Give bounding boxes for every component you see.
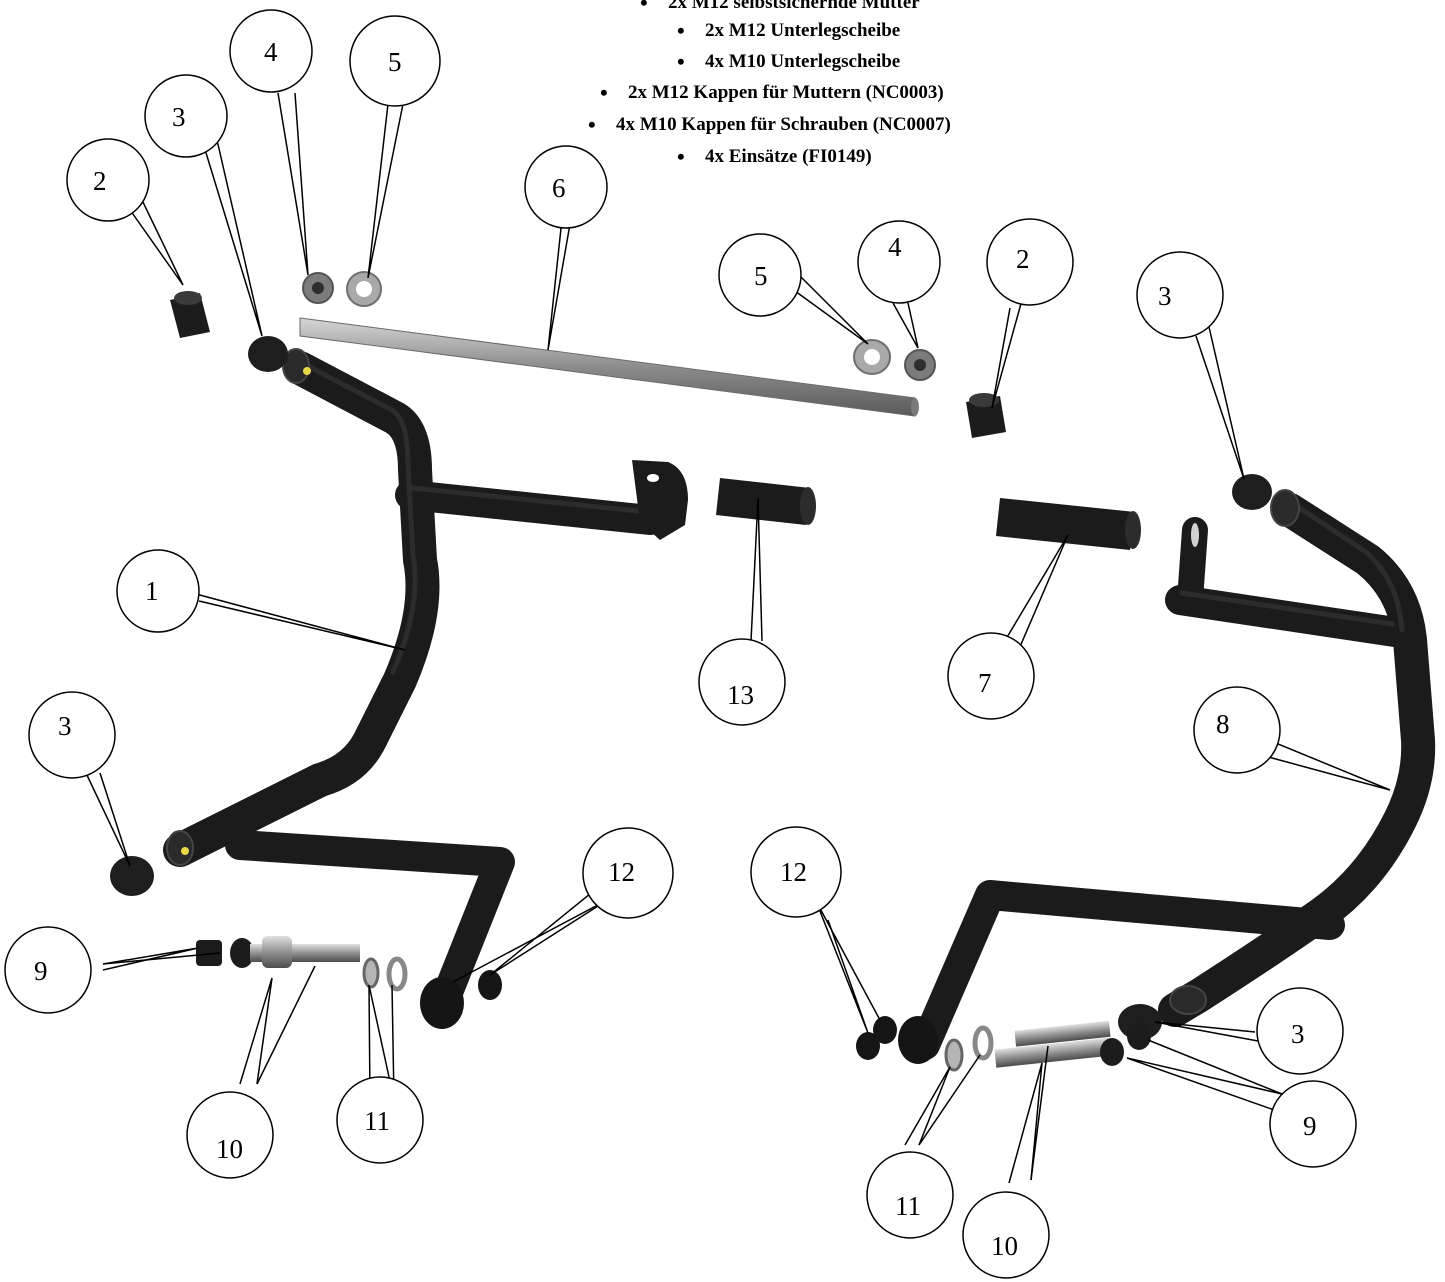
callout-bubble: 3 [1256,987,1344,1075]
callout-number: 11 [895,1191,921,1221]
callout-bubble: 8 [1193,686,1281,774]
callout-bubble: 12 [750,826,842,918]
callout-number: 9 [34,956,48,986]
parts-list-item: 2x M12 Unterlegscheibe [677,20,900,42]
callout-bubble: 9 [4,926,92,1014]
callout-bubble: 10 [186,1091,274,1179]
callout-bubble: 2 [66,138,150,222]
callout-number: 11 [364,1106,390,1136]
callout-number: 8 [1216,709,1230,739]
callout-number: 13 [727,680,754,710]
callout-bubble: 3 [144,74,228,158]
callout-bubble: 2 [986,218,1074,306]
callout-number: 5 [754,261,768,291]
callout-bubble: 4 [857,220,941,304]
callout-bubble: 6 [524,145,608,229]
callout-number: 2 [1016,244,1030,274]
callout-bubble: 4 [229,9,313,93]
callout-number: 9 [1303,1111,1317,1141]
callout-number: 3 [172,102,186,132]
callouts: 4 5 3 2 6 5 4 2 3 1 13 7 8 3 12 12 9 10 … [4,9,1357,1279]
parts-list-item: 4x M10 Unterlegscheibe [677,51,900,73]
callout-bubble: 9 [1269,1080,1357,1168]
callout-bubble: 11 [866,1151,954,1239]
callout-bubble: 5 [718,233,802,317]
callout-number: 10 [991,1231,1018,1261]
callout-bubble: 7 [947,632,1035,720]
callout-bubble: 11 [336,1076,424,1164]
threaded-rod [299,317,919,417]
callout-number: 7 [978,668,992,698]
leader-lines [85,92,1391,1184]
parts-list: 2x M12 selbstsichernde Mutter 2x M12 Unt… [0,0,1445,200]
small-parts [110,271,1272,1072]
callout-bubble: 10 [962,1191,1050,1279]
callout-bubble: 3 [28,691,116,779]
callout-number: 4 [888,232,902,262]
callout-number: 3 [58,711,72,741]
callout-number: 2 [93,166,107,196]
callout-bubble: 13 [698,638,786,726]
callout-number: 6 [552,173,566,203]
parts-list-item: 2x M12 Kappen für Muttern (NC0003) [600,82,944,104]
callout-number: 3 [1291,1019,1305,1049]
callout-number: 12 [608,857,635,887]
right-crash-bar [898,489,1436,1064]
callout-number: 10 [216,1134,243,1164]
parts-list-item: 4x Einsätze (FI0149) [677,146,872,168]
parts-list-item: 4x M10 Kappen für Schrauben (NC0007) [588,114,951,136]
callout-number: 5 [388,47,402,77]
left-crash-bar [163,348,688,1029]
parts-list-item: 2x M12 selbstsichernde Mutter [640,0,920,14]
callout-number: 1 [145,576,159,606]
callout-bubble: 3 [1136,251,1224,339]
callout-number: 12 [780,857,807,887]
callout-number: 3 [1158,281,1172,311]
callout-bubble: 1 [116,549,200,633]
callout-bubble: 5 [349,15,441,107]
callout-number: 4 [264,37,278,67]
callout-bubble: 12 [582,827,674,919]
